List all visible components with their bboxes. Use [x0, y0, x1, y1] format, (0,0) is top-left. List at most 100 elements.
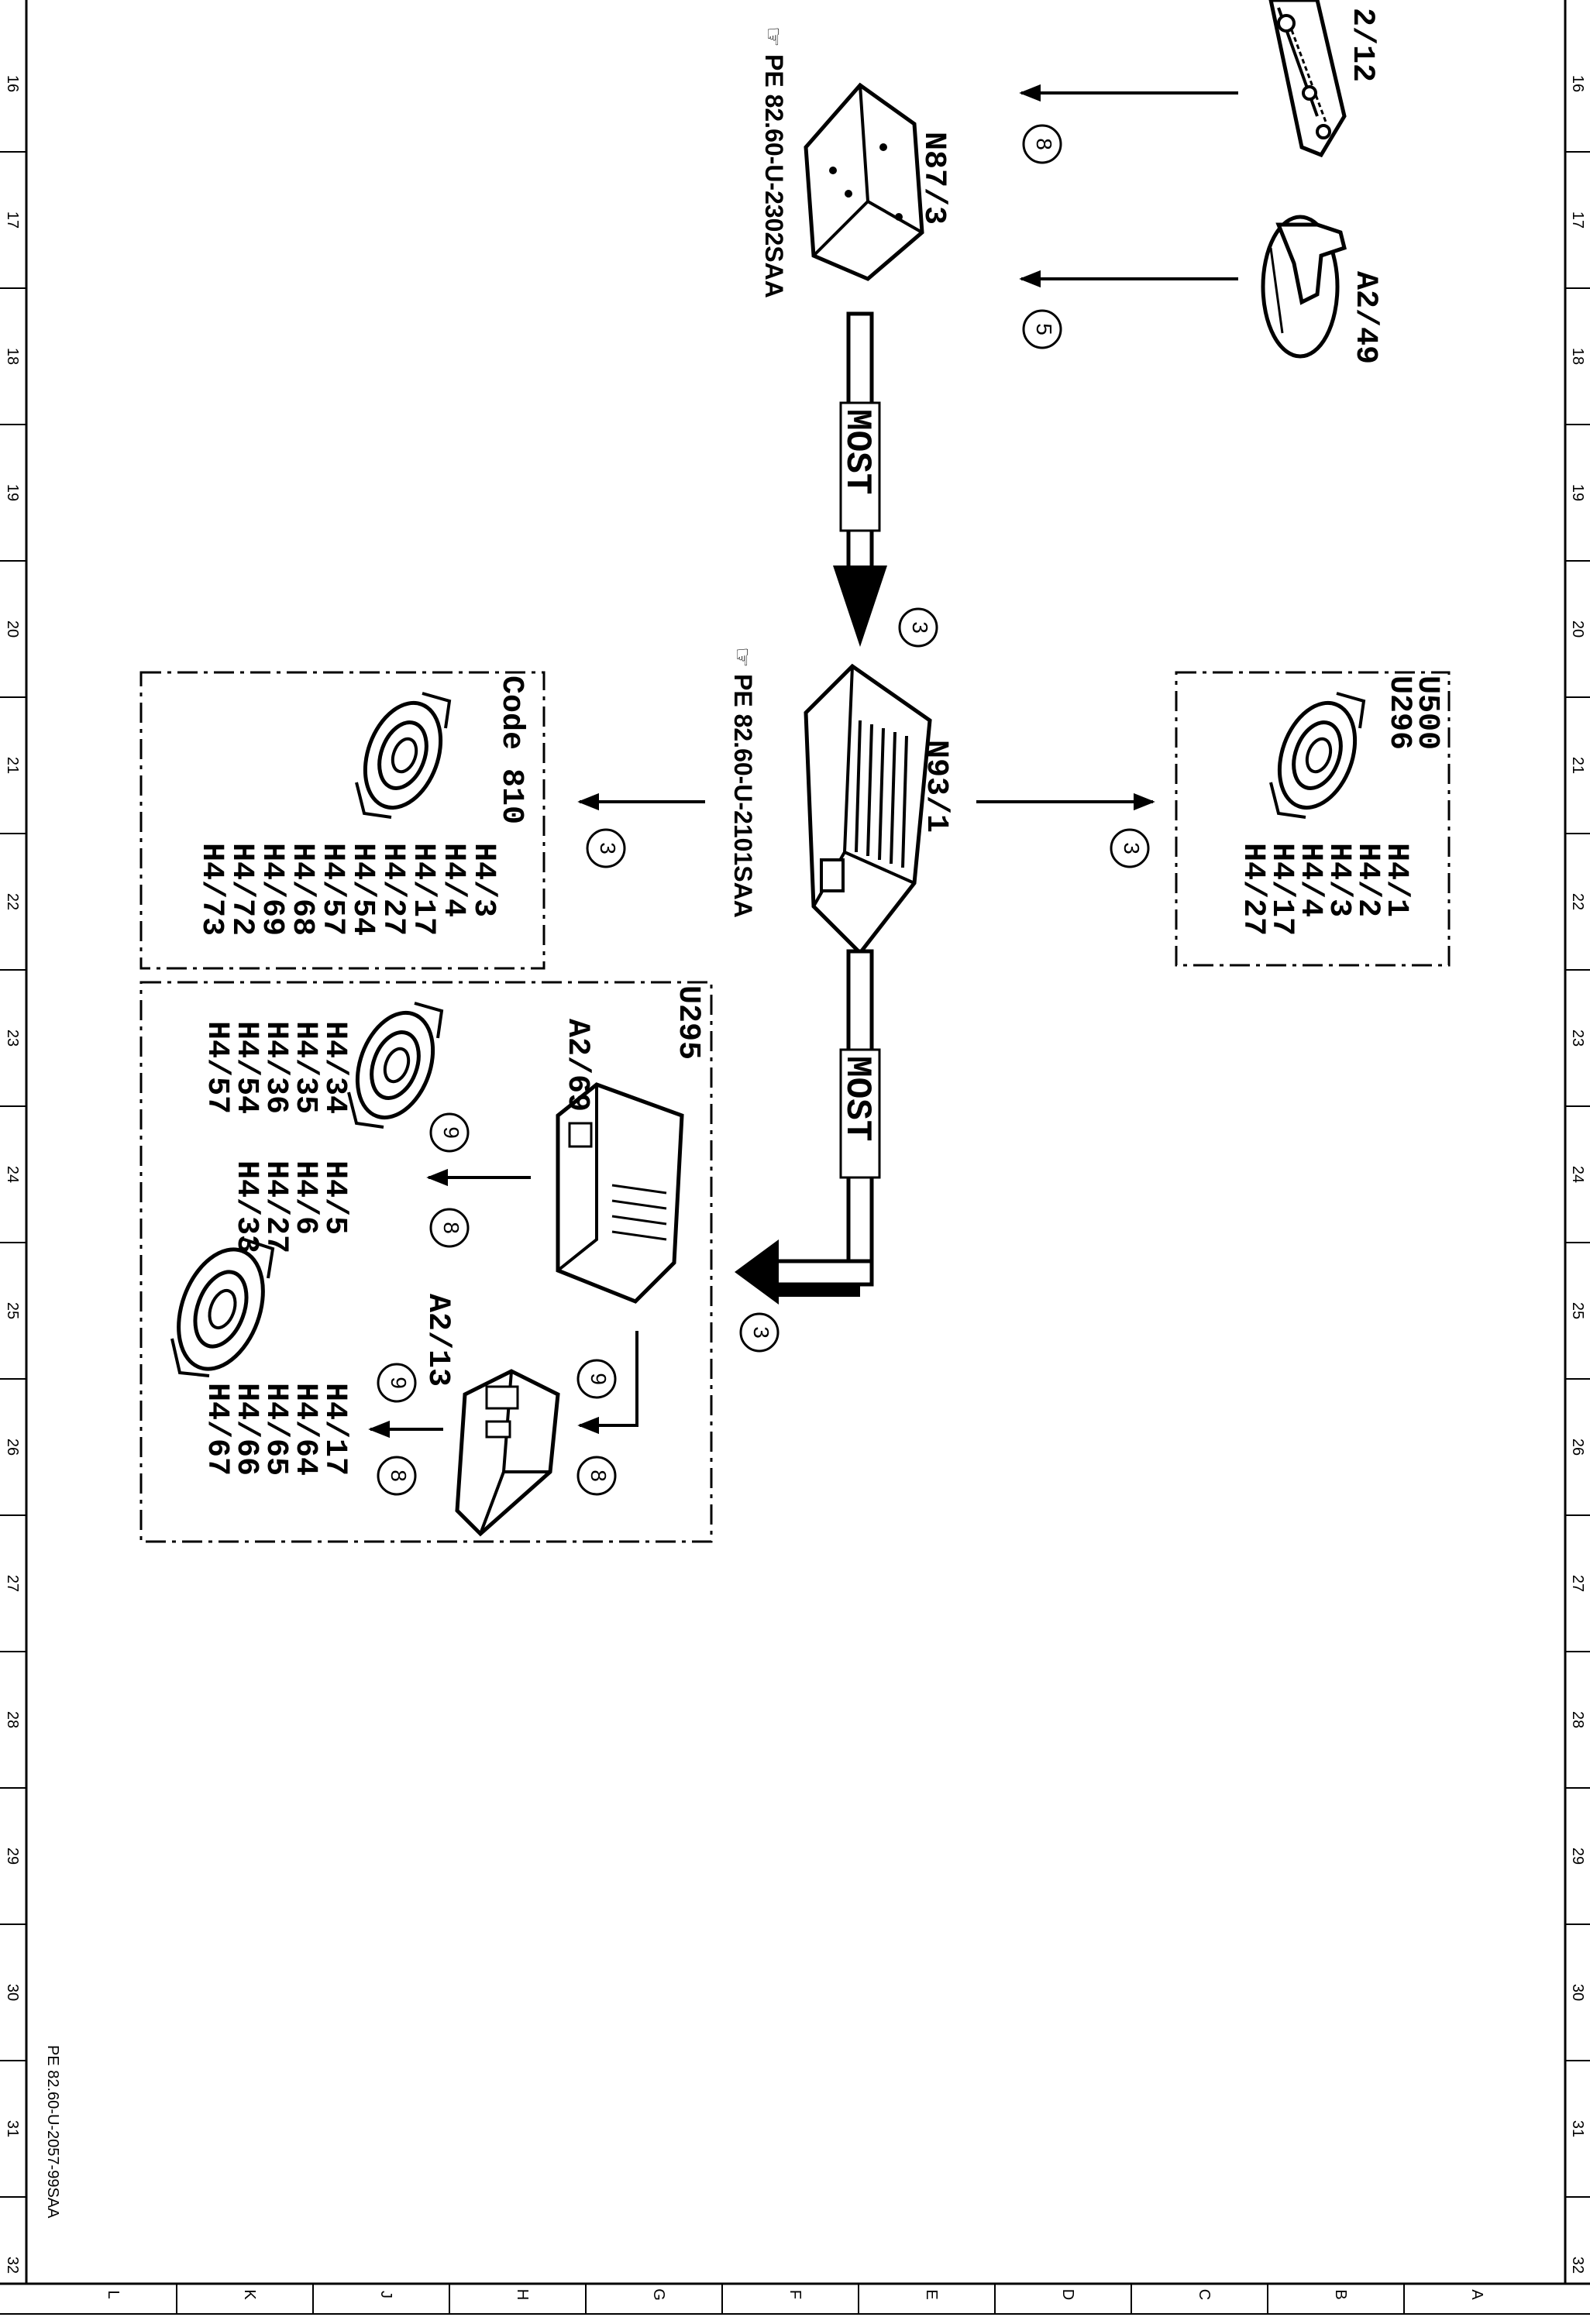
row-number: 30	[4, 1984, 21, 2001]
row-number: 26	[4, 1439, 21, 1456]
code-810-box: Code 810 H4/3H4/4H4/17H4/27H4/54H4/57H4/…	[139, 671, 545, 970]
svg-text:8: 8	[439, 1222, 463, 1234]
a2-13-label: A2/13	[420, 1294, 455, 1387]
svg-text:3: 3	[1120, 842, 1144, 854]
row-number: 18	[4, 348, 21, 365]
a2-12-label: 2/12	[1344, 8, 1379, 82]
svg-text:9: 9	[387, 1377, 411, 1389]
connector-label: H4/1	[1378, 843, 1413, 917]
column-letter: L	[105, 2290, 122, 2298]
connector-label: H4/36	[258, 1021, 293, 1114]
connector-label: H4/4	[435, 843, 470, 917]
connector-label: H4/6	[287, 1160, 322, 1235]
connector-label: H4/35	[287, 1021, 322, 1114]
callout-circle-3-right: 3	[1110, 828, 1150, 868]
row-number: 27	[4, 1575, 21, 1592]
connector-label: H4/72	[224, 843, 259, 936]
u296-title: U296	[1382, 676, 1416, 750]
callout-circle-9-b: 9	[576, 1359, 617, 1399]
connector-label: H4/65	[258, 1383, 293, 1476]
n87-3-label: N87/3	[916, 132, 951, 225]
connector-label: H4/57	[315, 843, 349, 936]
column-letter: E	[923, 2289, 940, 2299]
svg-text:MOST: MOST	[837, 1056, 877, 1141]
connector-label: H4/67	[199, 1383, 234, 1476]
row-number: 18	[1569, 348, 1586, 365]
u295-title: U295	[670, 985, 705, 1060]
row-number: 24	[4, 1166, 21, 1183]
connector-label: H4/66	[229, 1383, 263, 1476]
callout-circle-3-left: 3	[586, 828, 626, 868]
n93-1-reference: ☞ PE 82.60-U-2101SAA	[729, 647, 757, 918]
row-number: 28	[1569, 1711, 1586, 1728]
connector-label: H4/54	[345, 843, 380, 936]
row-number: 21	[4, 757, 21, 774]
a2-12-antenna-icon	[1268, 0, 1347, 158]
column-letter: H	[514, 2289, 531, 2300]
a2-49-label: A2/49	[1347, 271, 1382, 364]
row-number: 17	[1569, 211, 1586, 229]
connector-label: H4/64	[287, 1383, 322, 1476]
callout-circle-8-a: 8	[429, 1208, 470, 1248]
connector-label: H4/27	[1235, 843, 1270, 936]
svg-text:3: 3	[908, 621, 932, 634]
connector-label: H4/17	[317, 1383, 352, 1476]
a2-13-module-icon	[455, 1369, 560, 1537]
book-icon: ☞	[760, 26, 786, 47]
svg-text:9: 9	[439, 1126, 463, 1139]
callout-circle-9-c: 9	[377, 1363, 417, 1403]
drawing-id: PE 82.60-U-2057-99SAA	[44, 2045, 61, 2219]
column-letter: B	[1332, 2289, 1349, 2299]
svg-text:8: 8	[587, 1470, 611, 1482]
connector-label: H4/68	[284, 843, 319, 936]
connector-label: H4/27	[375, 843, 410, 936]
row-number: 19	[1569, 484, 1586, 501]
row-number: 25	[1569, 1302, 1586, 1319]
most-bus-lower: MOST	[735, 949, 881, 1305]
connector-label: H4/17	[1264, 843, 1299, 936]
row-number: 23	[1569, 1030, 1586, 1047]
n93-1-module-icon	[804, 663, 932, 956]
svg-text:5: 5	[1032, 323, 1056, 335]
u500-title: U500	[1409, 676, 1444, 750]
row-number: 23	[4, 1030, 21, 1047]
row-number: 20	[4, 621, 21, 638]
row-number: 30	[1569, 1984, 1586, 2001]
svg-text:PE 82.60-U-2101SAA: PE 82.60-U-2101SAA	[729, 674, 757, 918]
svg-text:3: 3	[749, 1326, 773, 1339]
row-number: 16	[4, 75, 21, 92]
row-number: 32	[1569, 2257, 1586, 2274]
connector-label: H4/34	[317, 1021, 352, 1114]
connector-label: H4/3	[466, 843, 501, 917]
row-number: 16	[1569, 75, 1586, 92]
a2-69-module-icon	[556, 1082, 684, 1304]
speaker-icon	[347, 1002, 444, 1129]
column-letter: D	[1059, 2289, 1076, 2300]
book-icon: ☞	[729, 647, 755, 668]
n87-3-reference: ☞ PE 82.60-U-2302SAA	[760, 26, 788, 298]
column-letter: K	[241, 2289, 258, 2300]
row-number: 28	[4, 1711, 21, 1728]
callout-circle-3-bottom: 3	[739, 1312, 780, 1353]
row-number: 32	[4, 2257, 21, 2274]
svg-text:MOST: MOST	[837, 409, 877, 494]
row-number: 29	[1569, 1848, 1586, 1865]
callout-circle-9-a: 9	[429, 1112, 470, 1153]
row-number: 22	[4, 893, 21, 910]
row-number: 26	[1569, 1439, 1586, 1456]
code-810-title: Code 810	[494, 676, 528, 824]
svg-text:8: 8	[387, 1470, 411, 1482]
row-number: 31	[4, 2120, 21, 2137]
column-letter: J	[377, 2291, 394, 2298]
column-letter: C	[1196, 2289, 1213, 2300]
connector-label: H4/57	[199, 1021, 234, 1114]
svg-text:PE 82.60-U-2302SAA: PE 82.60-U-2302SAA	[760, 54, 788, 298]
callout-circle-8-c: 8	[377, 1456, 417, 1496]
connector-label: H4/69	[254, 843, 289, 936]
signal-arrow-u295-input	[577, 1331, 638, 1435]
connector-label: H4/27	[258, 1160, 293, 1253]
